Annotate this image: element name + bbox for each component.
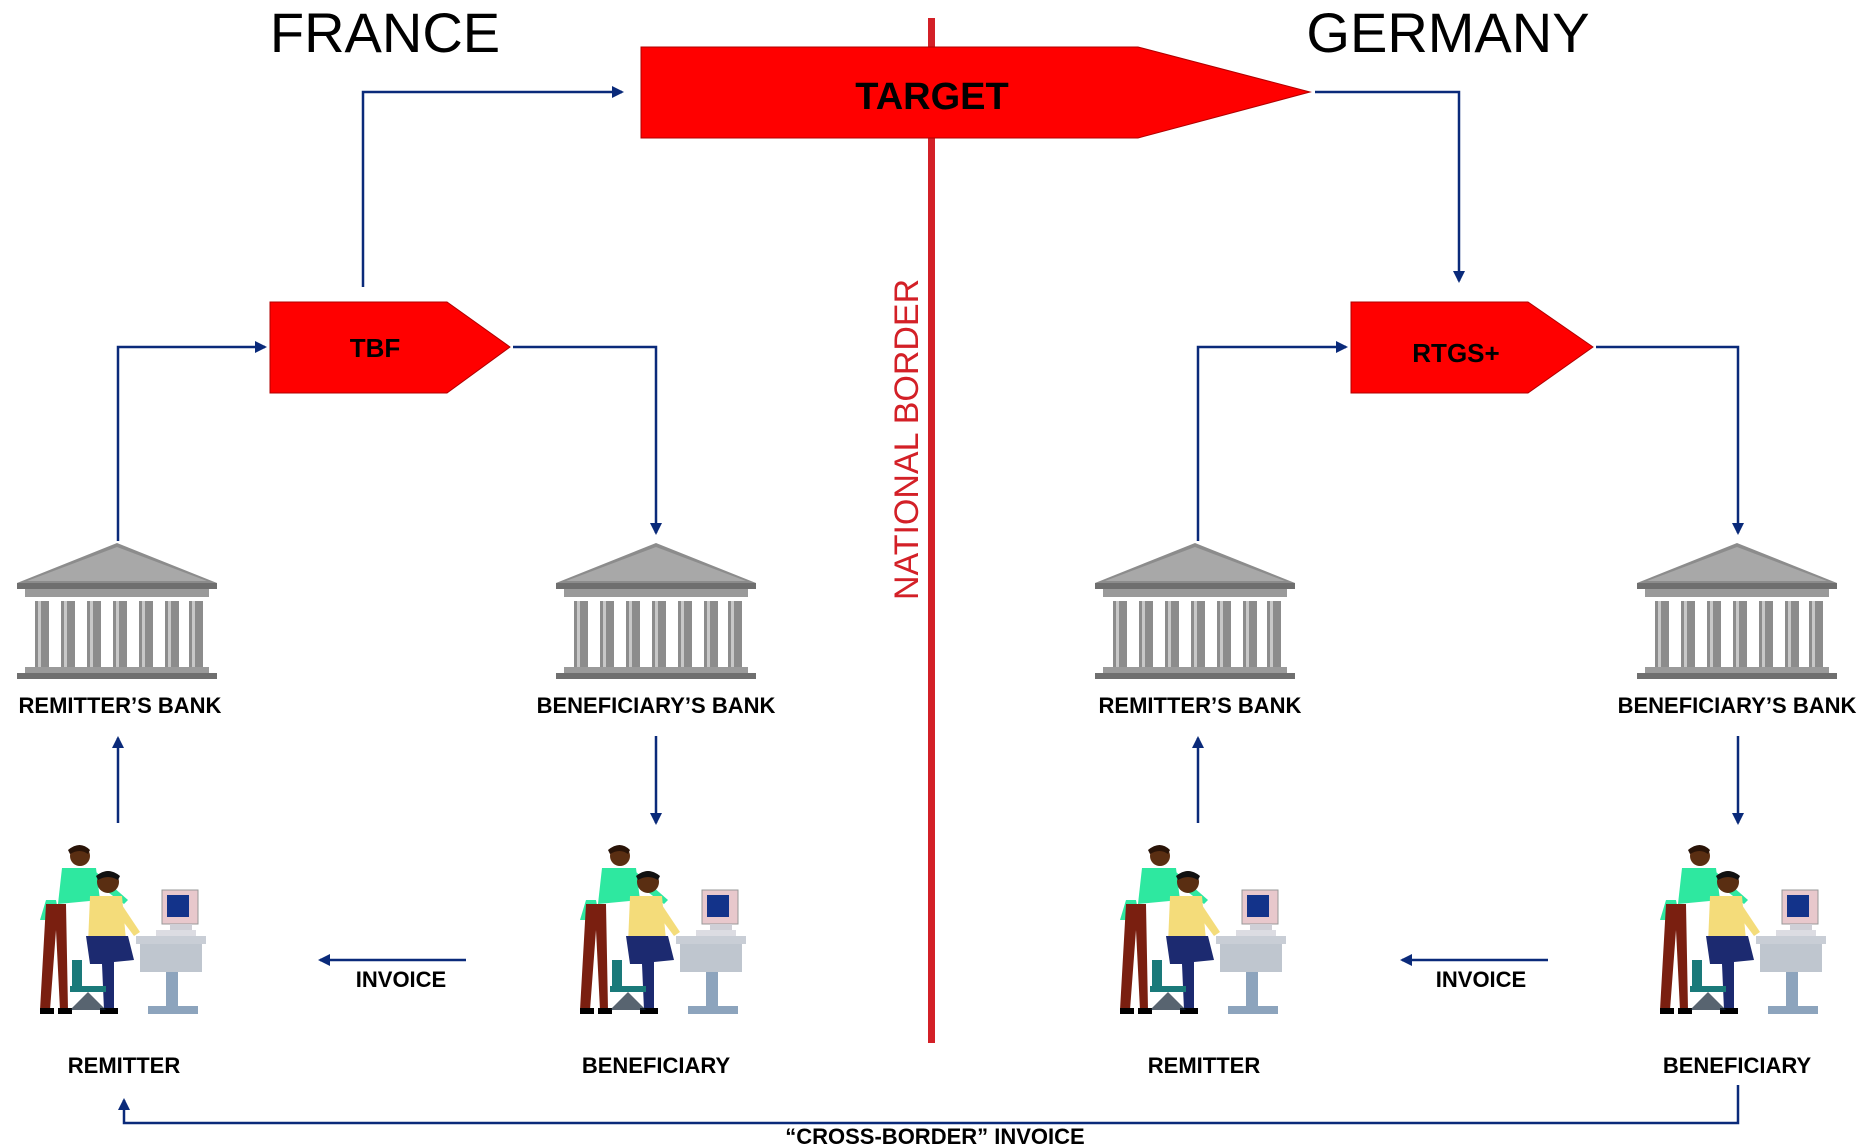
office-workers-computer-icon (1119, 844, 1287, 1015)
arrow-tbf-to-target (361, 86, 624, 287)
bank-building-icon (1095, 543, 1295, 679)
country-germany: GERMANY (1306, 1, 1589, 64)
de-remitter-label: REMITTER (1148, 1053, 1261, 1078)
national-border-label: NATIONAL BORDER (888, 279, 926, 600)
arrow-target-to-rtgs (1315, 90, 1465, 283)
office-workers-computer-icon (579, 844, 747, 1015)
tbf-system-shape (269, 301, 511, 394)
bank-building-icon (17, 543, 217, 679)
fr-invoice-label: INVOICE (356, 967, 446, 992)
fr-remitter-bank-label: REMITTER’S BANK (19, 693, 222, 718)
de-invoice-label: INVOICE (1436, 967, 1526, 992)
office-workers-computer-icon (39, 844, 207, 1015)
arrow-fr-remitter-bank-to-tbf (116, 341, 267, 541)
rtgs-plus-system-label: RTGS+ (1412, 338, 1499, 368)
fr-beneficiary-label: BENEFICIARY (582, 1053, 731, 1078)
de-beneficiary-label: BENEFICIARY (1663, 1053, 1812, 1078)
arrow-tbf-to-fr-beneficiary-bank (513, 345, 662, 535)
de-remitter-bank-label: REMITTER’S BANK (1099, 693, 1302, 718)
de-beneficiary-bank-label: BENEFICIARY’S BANK (1618, 693, 1857, 718)
office-workers-computer-icon (1659, 844, 1827, 1015)
fr-remitter-label: REMITTER (68, 1053, 181, 1078)
national-border-line (928, 18, 935, 1043)
fr-beneficiary-bank-label: BENEFICIARY’S BANK (537, 693, 776, 718)
arrow-rtgs-to-de-beneficiary-bank (1596, 345, 1744, 535)
bank-building-icon (556, 543, 756, 679)
bank-building-icon (1637, 543, 1837, 679)
target-system-shape (640, 46, 1312, 139)
rtgs-plus-system-shape (1350, 301, 1594, 394)
cross-border-invoice-label: “CROSS-BORDER” INVOICE (785, 1124, 1084, 1147)
country-france: FRANCE (270, 1, 500, 64)
arrow-de-remitter-bank-to-rtgs (1196, 341, 1348, 541)
tbf-system-label: TBF (350, 333, 401, 363)
arrow-cross-border-invoice (118, 1085, 1740, 1125)
target-system-label: TARGET (855, 76, 1008, 118)
